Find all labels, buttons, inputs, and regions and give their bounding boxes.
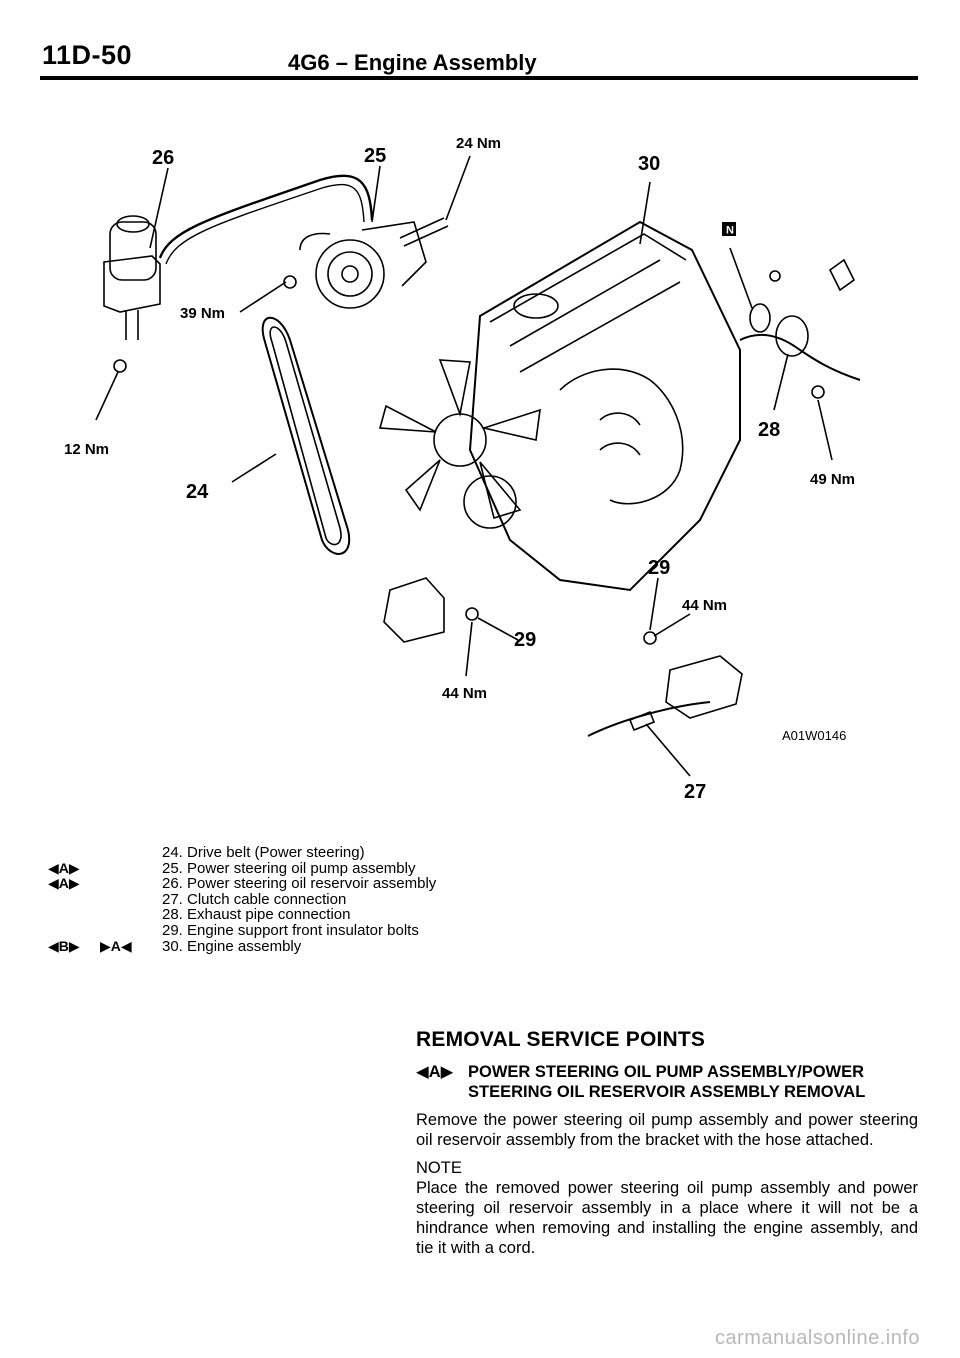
insulator-bolt-right	[643, 631, 657, 645]
watermark: carmanualsonline.info	[714, 1327, 920, 1349]
oil-filler-cap	[513, 293, 559, 319]
legend-item: 30. Engine assembly	[162, 937, 302, 955]
header-rule	[40, 76, 918, 80]
cam-cover-edge	[489, 233, 687, 323]
pump-bolt-24	[399, 217, 449, 247]
reservoir-cap	[116, 215, 150, 233]
exhaust-nut-49	[811, 385, 825, 399]
legend-item: 28. Exhaust pipe connection	[162, 906, 351, 924]
legend-item: 29. Engine support front insulator bolts	[162, 921, 419, 939]
legend-item: 24. Drive belt (Power steering)	[162, 844, 365, 861]
front-insulator-right	[665, 655, 743, 719]
head-lines	[509, 259, 681, 373]
removal-service-points: REMOVAL SERVICE POINTS ◀A▶ POWER STEERIN…	[416, 1028, 918, 1266]
callout-24: 24	[186, 481, 209, 503]
leader-29b	[477, 617, 519, 641]
leader-39nm	[239, 281, 287, 313]
leader-26	[149, 167, 169, 249]
leader-n	[729, 247, 753, 309]
manifold-runners	[599, 412, 641, 456]
pump-body	[361, 221, 427, 287]
crank-pulley	[463, 475, 517, 529]
n-marker-box	[722, 222, 736, 236]
drive-belt-inner	[269, 326, 342, 546]
exhaust-bracket	[828, 258, 856, 292]
engine-assembly-illustration: N 26 25 24 Nm 30 39 Nm 12 Nm 24 28 49 Nm…	[64, 135, 861, 803]
section-heading: REMOVAL SERVICE POINTS	[416, 1028, 706, 1051]
leader-25	[371, 165, 381, 223]
fan-blades	[378, 359, 541, 520]
fan-hub	[433, 413, 487, 467]
drive-belt	[261, 316, 351, 555]
callout-30: 30	[638, 153, 660, 175]
callout-27: 27	[684, 781, 706, 803]
leader-44nm-b	[465, 621, 473, 677]
note-label: NOTE	[416, 1159, 462, 1177]
service-marker-a: ◀A▶	[416, 1063, 454, 1081]
leader-12nm	[95, 371, 119, 421]
exhaust-pipe	[739, 333, 861, 381]
leader-49nm	[817, 399, 833, 461]
parts-legend: 24. Drive belt (Power steering) 25. Powe…	[162, 845, 436, 954]
torque-39nm: 39 Nm	[180, 305, 225, 322]
leader-24nm	[445, 155, 471, 221]
leader-30	[639, 181, 651, 245]
reservoir-body	[109, 221, 157, 281]
callout-25: 25	[364, 145, 386, 167]
reservoir-bracket	[103, 255, 161, 313]
page-title: 4G6 – Engine Assembly	[288, 50, 537, 75]
pump-pulley-hub	[341, 265, 359, 283]
leader-44nm-a	[653, 613, 691, 637]
sub-heading-text: POWER STEERING OIL PUMP ASSEMBLY/POWER S…	[468, 1063, 866, 1101]
reservoir-stem	[125, 310, 139, 340]
bracket-bolt-12	[113, 359, 127, 373]
exhaust-bolt	[769, 270, 781, 282]
engine-block-outline	[468, 220, 741, 592]
legend-item: 27. Clutch cable connection	[162, 890, 347, 908]
torque-44nm-left: 44 Nm	[442, 685, 487, 702]
front-insulator-left	[383, 577, 445, 643]
pump-hose-stub	[299, 232, 331, 251]
callout-28: 28	[758, 419, 780, 441]
exploded-diagram: N 26 25 24 Nm 30 39 Nm 12 Nm 24 28 49 Nm…	[40, 110, 920, 810]
insulator-bolt-left	[465, 607, 479, 621]
figure-code: A01W0146	[782, 728, 846, 743]
pump-pulley-inner	[327, 251, 373, 297]
n-marker-label: N	[726, 225, 734, 237]
clutch-cable	[587, 701, 711, 737]
clutch-cable-end	[628, 710, 656, 732]
leader-27	[645, 723, 691, 777]
legend-item: 25. Power steering oil pump assembly	[162, 859, 416, 877]
exhaust-gasket	[775, 315, 809, 357]
instruction-paragraph: Remove the power steering oil pump assem…	[416, 1111, 918, 1149]
intake-manifold	[559, 368, 684, 505]
torque-49nm: 49 Nm	[810, 471, 855, 488]
callout-29-left: 29	[514, 629, 536, 651]
return-hose-inner	[165, 183, 365, 265]
diagram-line-art	[95, 155, 861, 777]
torque-44nm-right: 44 Nm	[682, 597, 727, 614]
exhaust-flange	[749, 303, 771, 333]
leader-24	[231, 453, 277, 483]
torque-12nm: 12 Nm	[64, 441, 109, 458]
leader-29a	[649, 577, 659, 631]
leader-28	[773, 353, 789, 411]
pump-bolt-39	[283, 275, 297, 289]
pump-pulley	[315, 239, 385, 309]
legend-item: 26. Power steering oil reservoir assembl…	[162, 875, 437, 893]
note-paragraph: Place the removed power steering oil pum…	[416, 1179, 918, 1257]
return-hose	[158, 174, 374, 259]
callout-29-right: 29	[648, 557, 670, 579]
torque-24nm: 24 Nm	[456, 135, 501, 152]
sub-heading: ◀A▶ POWER STEERING OIL PUMP ASSEMBLY/POW…	[416, 1062, 918, 1102]
callout-26: 26	[152, 147, 174, 169]
page-number: 11D-50	[42, 40, 133, 70]
